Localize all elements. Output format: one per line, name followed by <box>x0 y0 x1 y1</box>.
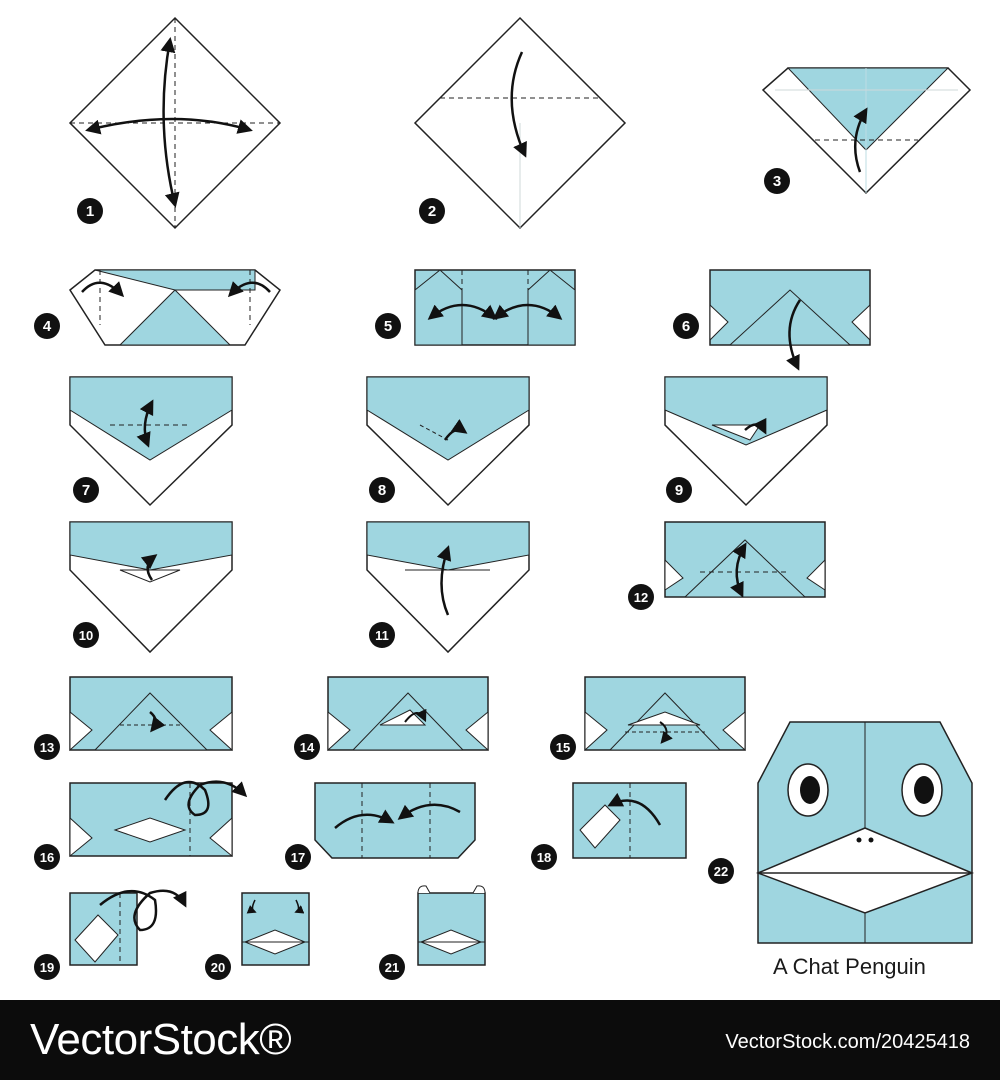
footer-bar: VectorStock® VectorStock.com/20425418 <box>0 1000 1000 1080</box>
step-badge-21: 21 <box>379 954 405 980</box>
step-9-diagram <box>664 376 828 507</box>
step-21-diagram <box>417 885 486 966</box>
step-number-label: 3 <box>773 173 781 190</box>
step-badge-11: 11 <box>369 622 395 648</box>
step-badge-8: 8 <box>369 477 395 503</box>
step-number-label: 12 <box>634 590 648 605</box>
step-number-label: 18 <box>537 850 551 865</box>
step-number-label: 15 <box>556 740 570 755</box>
step-badge-13: 13 <box>34 734 60 760</box>
step-badge-16: 16 <box>34 844 60 870</box>
step-16-diagram <box>69 780 248 858</box>
step-badge-2: 2 <box>419 198 445 224</box>
step-badge-4: 4 <box>34 313 60 339</box>
step-badge-18: 18 <box>531 844 557 870</box>
step-number-label: 9 <box>675 482 683 499</box>
step-8-diagram <box>366 376 530 507</box>
step-number-label: 2 <box>428 203 436 220</box>
step-18-diagram <box>572 782 687 859</box>
diagram-caption: A Chat Penguin <box>773 954 926 979</box>
step-number-label: 13 <box>40 740 54 755</box>
step-20-diagram <box>241 892 310 966</box>
step-number-label: 11 <box>375 628 389 643</box>
step-number-label: 14 <box>300 740 315 755</box>
step-badge-20: 20 <box>205 954 231 980</box>
step-badge-14: 14 <box>294 734 320 760</box>
step-number-label: 10 <box>79 628 93 643</box>
step-15-diagram <box>584 676 746 752</box>
step-badge-10: 10 <box>73 622 99 648</box>
step-10-diagram <box>69 521 233 654</box>
step-badge-3: 3 <box>764 168 790 194</box>
step-7-diagram <box>69 376 233 507</box>
step-2-diagram <box>413 16 627 230</box>
step-number-label: 1 <box>86 203 94 220</box>
step-5-diagram <box>414 269 576 346</box>
step-1-diagram <box>68 16 282 230</box>
step-badge-7: 7 <box>73 477 99 503</box>
step-badge-9: 9 <box>666 477 692 503</box>
vectorstock-logo: VectorStock® <box>30 1015 292 1064</box>
step-number-label: 4 <box>43 318 52 335</box>
step-badge-6: 6 <box>673 313 699 339</box>
step-number-label: 22 <box>714 864 728 879</box>
step-badge-1: 1 <box>77 198 103 224</box>
step-11-diagram <box>366 521 530 654</box>
step-number-label: 21 <box>385 960 399 975</box>
step-number-label: 5 <box>384 318 392 335</box>
step-badge-12: 12 <box>628 584 654 610</box>
step-6-diagram <box>709 269 871 371</box>
step-number-label: 16 <box>40 850 54 865</box>
step-number-label: 7 <box>82 482 90 499</box>
step-number-label: 19 <box>40 960 54 975</box>
step-14-diagram <box>327 676 489 752</box>
step-3-diagram <box>761 67 972 195</box>
step-badge-5: 5 <box>375 313 401 339</box>
step-number-label: 8 <box>378 482 386 499</box>
step-19-diagram <box>69 889 187 966</box>
step-12-diagram <box>664 521 826 598</box>
step-badge-15: 15 <box>550 734 576 760</box>
image-id-text: VectorStock.com/20425418 <box>725 1031 970 1053</box>
step-4-diagram <box>69 269 281 346</box>
step-badge-22: 22 <box>708 858 734 884</box>
step-number-label: 6 <box>682 318 690 335</box>
step-badge-19: 19 <box>34 954 60 980</box>
step-13-diagram <box>69 676 233 752</box>
step-17-diagram <box>314 782 476 859</box>
penguin-final-model <box>755 721 975 944</box>
step-number-label: 17 <box>291 850 305 865</box>
step-number-label: 20 <box>211 960 225 975</box>
step-badge-17: 17 <box>285 844 311 870</box>
